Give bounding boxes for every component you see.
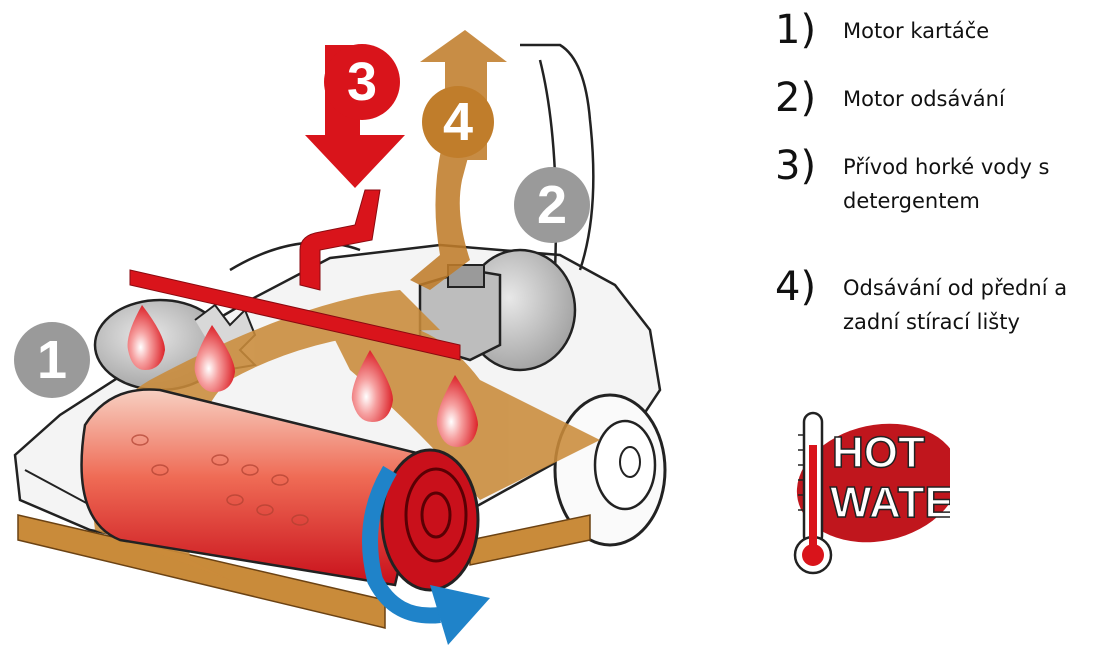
logo-line-2: WATER — [830, 478, 950, 527]
logo-line-1: HOT — [832, 428, 925, 477]
svg-text:2: 2 — [537, 175, 567, 235]
cleaning-machine-diagram: 1 2 3 4 — [13, 30, 667, 645]
callout-3: 3 — [324, 44, 400, 120]
svg-text:3: 3 — [347, 52, 377, 112]
legend-text: Odsávání od přední a zadní stírací lišty — [843, 276, 1068, 334]
callout-2: 2 — [514, 167, 590, 243]
legend-number: 1) — [775, 7, 817, 53]
brush-roller — [80, 388, 480, 592]
svg-text:4: 4 — [443, 92, 473, 152]
thermometer-icon — [793, 411, 833, 575]
legend-number: 4) — [775, 264, 817, 310]
callout-4: 4 — [422, 86, 494, 158]
water-drops — [127, 305, 478, 447]
svg-text:1: 1 — [37, 330, 67, 390]
legend-text: Motor kartáče — [843, 19, 990, 43]
hot-water-logo: HOT WATER — [793, 411, 950, 575]
callout-1: 1 — [14, 322, 90, 398]
legend-text: Motor odsávání — [843, 87, 1005, 111]
legend-number: 3) — [775, 143, 817, 189]
rotation-arrow — [362, 465, 490, 645]
legend-text: Přívod horké vody s detergentem — [843, 155, 1050, 213]
squeegee-strips — [17, 514, 591, 629]
legend-number: 2) — [775, 75, 817, 121]
